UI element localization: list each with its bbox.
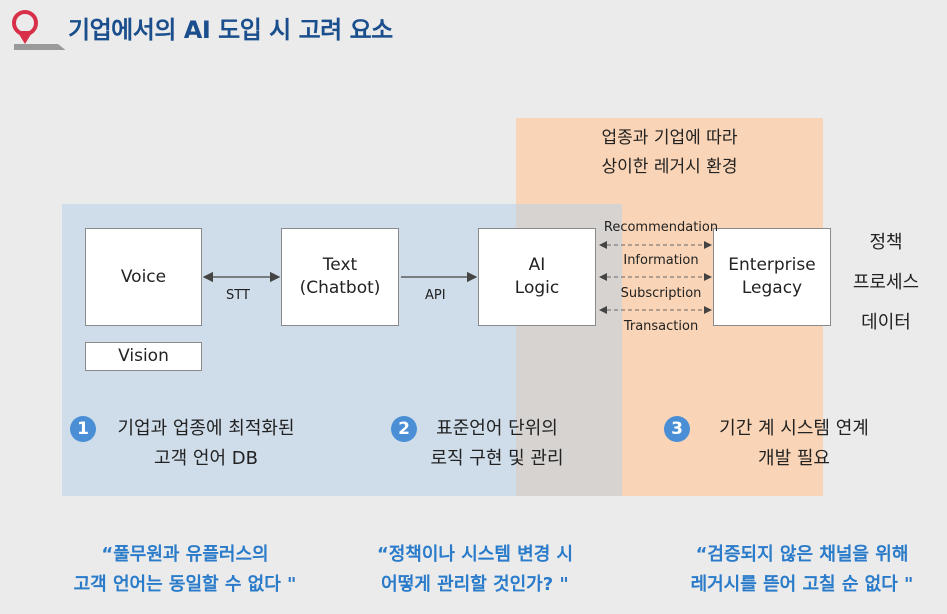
exchange-label: Transaction: [623, 319, 699, 334]
enterprise-legacy-box: Enterprise Legacy: [713, 228, 831, 326]
number-badge: 1: [70, 416, 96, 442]
stt-label: STT: [226, 288, 250, 303]
number-badge: 3: [664, 416, 690, 442]
exchange-label: Recommendation: [603, 220, 719, 235]
exchange-label: Information: [623, 253, 699, 268]
quote: “풀무원과 유플러스의 고객 언어는 동일할 수 없다 ": [73, 544, 297, 595]
quote: “검증되지 않은 채널을 위해 레거시를 뜯어 고칠 순 없다 ": [690, 544, 914, 595]
side-label: 프로세스: [852, 272, 920, 293]
page-title: 기업에서의 AI 도입 시 고려 요소: [68, 16, 393, 44]
point-caption: 표준언어 단위의 로직 구현 및 관리: [430, 418, 564, 469]
legacy-header: 업종과 기업에 따라 상이한 레거시 환경: [601, 128, 738, 177]
point-caption: 기간 계 시스템 연계 개발 필요: [719, 418, 869, 469]
text-chatbot-box: Text (Chatbot): [281, 228, 399, 326]
api-label: API: [425, 288, 446, 303]
ai-logic-box: AI Logic: [478, 228, 596, 326]
voice-box: Voice: [85, 228, 202, 326]
exchange-label: Subscription: [620, 286, 702, 301]
vision-box: Vision: [85, 342, 202, 371]
number-badge: 2: [391, 416, 417, 442]
side-label: 데이터: [861, 312, 911, 333]
location-pin-icon: [12, 10, 66, 50]
point-caption: 기업과 업종에 최적화된 고객 언어 DB: [117, 418, 295, 469]
quote: “정책이나 시스템 변경 시 어떻게 관리할 것인가? ": [376, 544, 574, 595]
side-label: 정책: [869, 232, 903, 253]
